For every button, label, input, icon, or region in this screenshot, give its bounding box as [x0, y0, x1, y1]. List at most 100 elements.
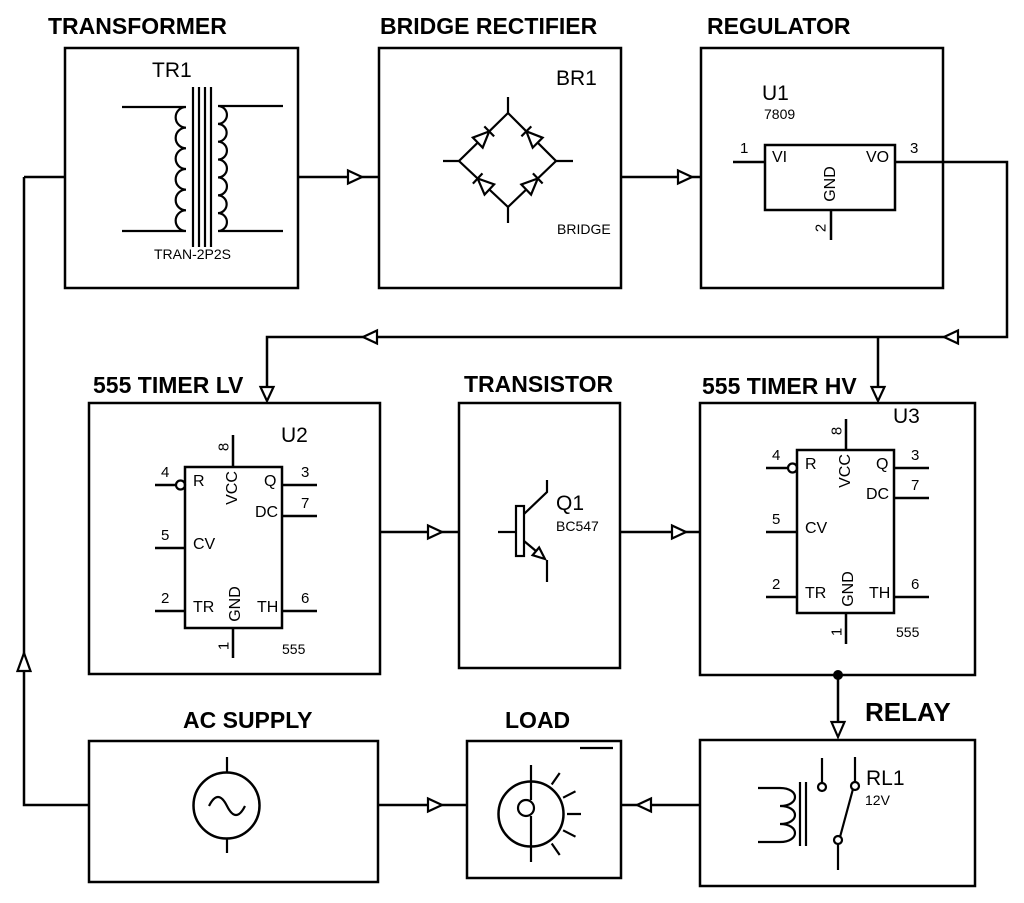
part-555-hv: 555: [896, 624, 920, 640]
q1-base-bar: [514, 504, 526, 558]
title-relay: RELAY: [865, 697, 951, 727]
diode-icon: [470, 125, 495, 150]
title-bridge-rectifier: BRIDGE RECTIFIER: [380, 13, 598, 39]
u2-pin1-number: 1: [215, 641, 233, 651]
title-regulator: REGULATOR: [707, 13, 851, 39]
u2-pin4-number: 4: [161, 464, 170, 481]
u3-pin-gnd-label: GND: [840, 571, 857, 607]
title-transformer: TRANSFORMER: [48, 13, 227, 39]
relay-contact-stubs: [820, 757, 857, 870]
u3-pin-cv-label: CV: [805, 520, 828, 537]
secondary-coil: [217, 104, 283, 233]
timer-hv-ic-symbol: [766, 419, 929, 644]
u3-pin-vcc-label: VCC: [837, 454, 854, 488]
title-ac-supply: AC SUPPLY: [183, 707, 313, 733]
arrow-left-icon: [634, 796, 653, 814]
arrow-right-icon: [676, 168, 695, 186]
part-555-lv: 555: [282, 641, 306, 657]
relay-core-lines: [798, 782, 808, 846]
wire-regulator-to-timer-lv: [265, 160, 1009, 387]
u1-pin2-number: 2: [812, 223, 830, 233]
ref-br1: BR1: [556, 67, 597, 90]
ref-tr1: TR1: [152, 59, 192, 82]
arrow-right-icon: [426, 523, 445, 541]
ref-q1: Q1: [556, 492, 585, 515]
bridge-rectifier-box: [377, 46, 623, 290]
ref-u2: U2: [281, 424, 308, 447]
arrow-right-icon: [346, 168, 365, 186]
u2-pin3-number: 3: [301, 464, 310, 481]
bridge-stubs: [443, 97, 573, 223]
u2-pin-vcc-label: VCC: [224, 471, 241, 505]
title-timer-lv: 555 TIMER LV: [93, 372, 244, 398]
part-bc547: BC547: [556, 518, 599, 534]
u2-pin-th-label: TH: [257, 599, 279, 616]
u1-pin1-number: 1: [740, 140, 749, 157]
u3-pin6-number: 6: [911, 576, 920, 593]
u3-pin-tr-label: TR: [805, 585, 827, 602]
q1-emitter-arrow-icon: [530, 545, 548, 561]
load-box: [465, 739, 623, 880]
u2-pin2-number: 2: [161, 590, 170, 607]
arrow-up-icon: [15, 649, 33, 673]
u3-pin-q-label: Q: [876, 456, 889, 473]
arrow-left-icon: [360, 328, 379, 346]
u2-pin-q-label: Q: [264, 473, 277, 490]
ac-source-symbol: [192, 757, 261, 853]
u1-pin3-number: 3: [910, 140, 919, 157]
u3-pin4-number: 4: [772, 447, 781, 464]
u3-pin5-number: 5: [772, 511, 781, 528]
bridge-symbol: [443, 97, 573, 223]
arrow-down-icon: [258, 385, 276, 404]
part-12v: 12V: [865, 792, 890, 808]
u3-pin2-number: 2: [772, 576, 781, 593]
ref-u3: U3: [893, 405, 920, 428]
u1-pin-vo-label: VO: [866, 149, 890, 166]
u2-reset-bubble-icon: [174, 479, 187, 491]
wire-ac-feedback-up: [22, 177, 89, 807]
junction-dot: [833, 670, 843, 680]
transistor-box: [457, 401, 622, 670]
diode-icon: [520, 125, 545, 150]
lamp-symbol: [497, 746, 613, 862]
u3-pin8-number: 8: [828, 426, 846, 436]
lamp-filament-loop: [516, 798, 536, 818]
relay-switch-blade: [838, 788, 855, 838]
relay-coil: [758, 786, 797, 844]
u2-pin-cv-label: CV: [193, 536, 216, 553]
arrow-down-icon: [829, 720, 847, 740]
u3-pin-dc-label: DC: [866, 486, 890, 503]
u2-pin-wires: [155, 435, 317, 658]
relay-contact: [849, 780, 861, 792]
u2-pin-r-label: R: [193, 473, 205, 490]
u3-pin-th-label: TH: [869, 585, 891, 602]
regulator-symbol: [733, 143, 897, 240]
transformer-symbol: [122, 87, 283, 247]
q1-emitter: [523, 540, 549, 582]
primary-coil: [122, 105, 187, 233]
u3-reset-bubble-icon: [786, 462, 799, 474]
arrow-left-icon: [941, 328, 960, 346]
u1-pin-vi-label: VI: [772, 149, 788, 166]
part-tran-2p2s: TRAN-2P2S: [154, 246, 232, 262]
diode-icon: [472, 172, 497, 197]
transformer-box: [63, 46, 300, 290]
ref-u1: U1: [762, 82, 789, 105]
arrow-right-icon: [426, 796, 445, 814]
transistor-symbol: [498, 480, 549, 582]
relay-contact: [832, 834, 844, 846]
relay-box: [698, 738, 977, 888]
q1-collector: [523, 480, 549, 515]
title-timer-hv: 555 TIMER HV: [702, 373, 857, 399]
u2-pin7-number: 7: [301, 495, 310, 512]
timer-lv-box: [87, 401, 382, 676]
diode-icon: [519, 172, 544, 197]
u3-pin1-number: 1: [828, 627, 846, 637]
arrow-down-icon: [869, 385, 887, 404]
sine-wave-icon: [208, 795, 246, 817]
arrow-right-icon: [670, 523, 689, 541]
u2-pin-tr-label: TR: [193, 599, 215, 616]
u2-pin8-number: 8: [215, 442, 233, 452]
